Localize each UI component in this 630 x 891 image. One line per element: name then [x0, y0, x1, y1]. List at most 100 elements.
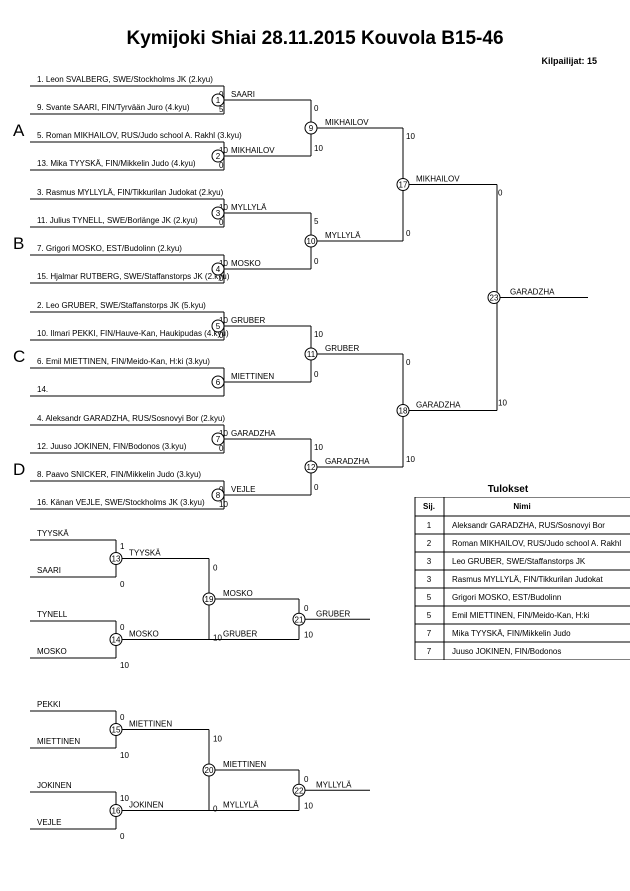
- competitor-entry: 15. Hjalmar RUTBERG, SWE/Staffanstorps J…: [37, 272, 230, 281]
- match-winner-name: MIETTINEN: [129, 720, 172, 729]
- match-circle: [487, 291, 501, 304]
- result-rank: 5: [427, 611, 432, 620]
- match-number: 8: [216, 491, 221, 500]
- result-rank: 7: [427, 629, 432, 638]
- competitor-entry: 16. Känan VEJLE, SWE/Stockholms JK (3.ky…: [37, 498, 205, 507]
- results-col-rank: Sij.: [423, 502, 435, 511]
- match-number: 12: [307, 463, 316, 472]
- match-number: 21: [295, 615, 304, 624]
- score: 0: [314, 104, 319, 113]
- result-rank: 1: [427, 521, 432, 530]
- result-rank: 3: [427, 557, 432, 566]
- score: 10: [314, 144, 323, 153]
- match-circle: [211, 206, 225, 220]
- score: 10: [219, 203, 228, 212]
- results-col-name: Nimi: [513, 502, 530, 511]
- match-number: 13: [112, 555, 121, 564]
- match-number: 16: [112, 807, 121, 816]
- match-circle: [202, 763, 216, 777]
- competitor-entry: 6. Emil MIETTINEN, FIN/Meido-Kan, H:ki (…: [37, 357, 210, 366]
- score: 5: [219, 105, 224, 114]
- match-winner-name: MIKHAILOV: [231, 146, 275, 155]
- competitor-name: SAARI: [37, 566, 61, 575]
- match-number: 6: [216, 378, 221, 387]
- match-winner-name: VEJLE: [231, 485, 255, 494]
- match-circle: [304, 121, 318, 135]
- score: 10: [304, 802, 313, 811]
- match-winner-name: MIETTINEN: [231, 372, 274, 381]
- results-frame: [415, 497, 630, 660]
- score: 10: [314, 330, 323, 339]
- score: 10: [406, 132, 415, 141]
- result-name: Grigori MOSKO, EST/Budolinn: [452, 593, 561, 602]
- match-winner-name: MOSKO: [223, 589, 253, 598]
- score: 10: [219, 316, 228, 325]
- result-rank: 7: [427, 647, 432, 656]
- pool-label-c: C: [13, 347, 25, 366]
- score: 5: [314, 217, 319, 226]
- match-circle: [202, 592, 216, 606]
- result-name: Mika TYYSKÄ, FIN/Mikkelin Judo: [452, 629, 571, 638]
- competitor-entry: 14.: [37, 385, 48, 394]
- competitor-name: PEKKI: [37, 700, 61, 709]
- result-rank: 5: [427, 593, 432, 602]
- match-number: 14: [112, 636, 121, 645]
- competitor-name: GRUBER: [223, 630, 257, 639]
- match-winner-name: MIETTINEN: [223, 760, 266, 769]
- match-circle: [211, 93, 225, 107]
- competitor-entry: 13. Mika TYYSKÄ, FIN/Mikkelin Judo (4.ky…: [37, 159, 196, 168]
- score: 10: [219, 146, 228, 155]
- score: 0: [219, 218, 224, 227]
- match-circle: [396, 178, 410, 191]
- score: 0: [213, 805, 218, 814]
- match-winner-name: GARADZHA: [231, 429, 276, 438]
- match-circle: [211, 488, 225, 502]
- match-winner-name: GARADZHA: [416, 401, 461, 410]
- match-circle: [304, 234, 318, 248]
- match-number: 7: [216, 435, 221, 444]
- match-winner-name: TYYSKÄ: [129, 549, 161, 558]
- result-name: Leo GRUBER, SWE/Staffanstorps JK: [452, 557, 586, 566]
- score: 0: [219, 331, 224, 340]
- score: 0: [219, 161, 224, 170]
- score: 0: [314, 483, 319, 492]
- score: 10: [406, 455, 415, 464]
- match-number: 11: [307, 350, 316, 359]
- score: 0: [304, 604, 309, 613]
- competitor-entry: 4. Aleksandr GARADZHA, RUS/Sosnovyi Bor …: [37, 414, 225, 423]
- competitor-name: TYYSKÄ: [37, 529, 69, 538]
- match-circle: [304, 347, 318, 361]
- bronze-winner-name: MYLLYLÄ: [316, 780, 352, 789]
- score: 0: [120, 580, 125, 589]
- competitor-entry: 12. Juuso JOKINEN, FIN/Bodonos (3.kyu): [37, 442, 187, 451]
- result-name: Roman MIKHAILOV, RUS/Judo school A. Rakh…: [452, 539, 621, 548]
- match-winner-name: GARADZHA: [325, 457, 370, 466]
- score: 10: [314, 443, 323, 452]
- competitor-entry: 11. Julius TYNELL, SWE/Borlänge JK (2.ky…: [37, 216, 198, 225]
- match-number: 2: [216, 152, 221, 161]
- match-winner-name: MIKHAILOV: [325, 118, 369, 127]
- score: 0: [219, 90, 224, 99]
- match-circle: [396, 404, 410, 417]
- repechage-bracket: TYYSKÄSAARITYNELLMOSKO10TYYSKÄ13010MOSKO…: [30, 529, 370, 841]
- score: 0: [120, 713, 125, 722]
- match-circle: [211, 262, 225, 276]
- score: 1: [120, 542, 125, 551]
- results-title: Tulokset: [488, 484, 529, 495]
- competitor-name: VEJLE: [37, 818, 61, 827]
- match-circle: [109, 552, 123, 565]
- score: 10: [219, 259, 228, 268]
- score: 10: [120, 794, 129, 803]
- competitor-entry: 5. Roman MIKHAILOV, RUS/Judo school A. R…: [37, 131, 242, 140]
- score: 0: [314, 257, 319, 266]
- competitor-name: JOKINEN: [37, 781, 72, 790]
- match-circle: [211, 375, 225, 389]
- competitor-name: MOSKO: [37, 647, 67, 656]
- score: 0: [219, 485, 224, 494]
- result-name: Juuso JOKINEN, FIN/Bodonos: [452, 647, 561, 656]
- score: 10: [120, 661, 129, 670]
- final-match-number: 23: [490, 294, 499, 303]
- pool-label-a: A: [13, 121, 25, 140]
